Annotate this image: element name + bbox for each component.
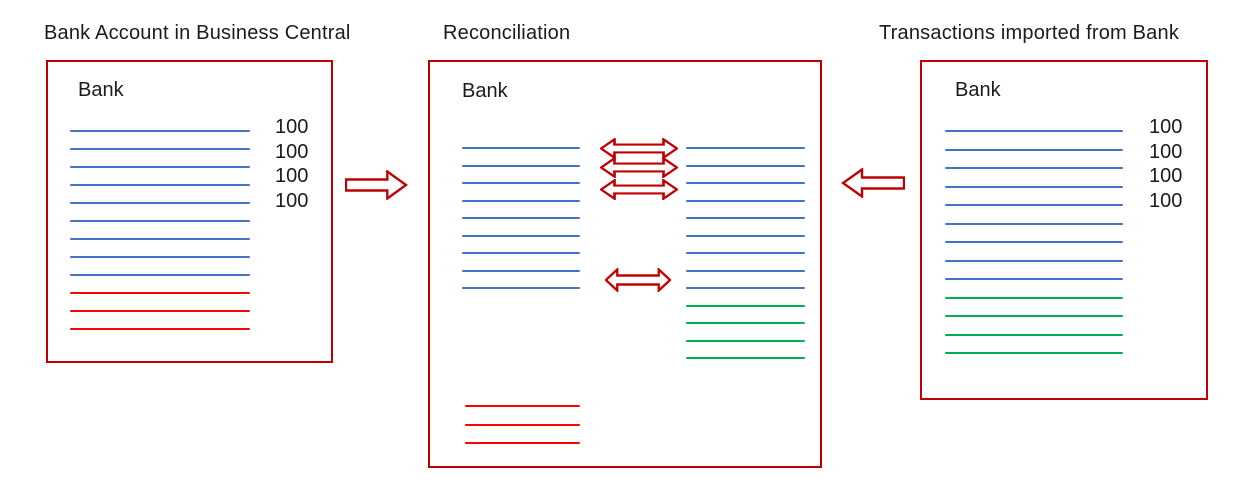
ledger-line-blue (70, 238, 250, 240)
ledger-line-blue (462, 182, 580, 184)
ledger-line-blue (462, 217, 580, 219)
ledger-line-green (945, 333, 1123, 336)
flow-right-arrow-icon (345, 170, 408, 200)
ledger-line-blue (686, 217, 805, 219)
ledger-line-green (686, 304, 805, 307)
ledger-line-blue (70, 166, 250, 168)
reconciliation-unmatched-lines (465, 405, 580, 444)
ledger-line-green (945, 296, 1123, 299)
ledger-line-blue (686, 147, 805, 149)
ledger-line-blue (686, 199, 805, 202)
imported-box-label: Bank (955, 79, 1001, 101)
ledger-line-blue (686, 287, 805, 289)
ledger-line-red (70, 292, 250, 294)
ledger-line-blue (945, 204, 1123, 206)
reconciliation-ledger-lines (462, 147, 580, 289)
reconciliation-box-label: Bank (462, 80, 508, 102)
ledger-line-green (686, 339, 805, 342)
ledger-line-blue (945, 222, 1123, 225)
ledger-line-blue (686, 269, 805, 272)
amount-value: 100 (275, 165, 309, 187)
ledger-line-blue (945, 259, 1123, 262)
match-double-arrow-icon (600, 179, 678, 200)
match-double-arrow-icon (600, 138, 678, 159)
ledger-line-blue (945, 185, 1123, 188)
left-panel-title: Bank Account in Business Central (44, 22, 351, 44)
reconciliation-statement-lines (686, 147, 805, 359)
ledger-line-green (686, 357, 805, 359)
ledger-line-blue (686, 182, 805, 184)
ledger-line-blue (462, 164, 580, 167)
ledger-line-blue (462, 199, 580, 202)
single-match-double-arrow-icon (605, 268, 671, 292)
amount-value: 100 (275, 116, 309, 138)
ledger-line-green (945, 352, 1123, 354)
flow-left-arrow-icon (841, 168, 905, 198)
amount-value: 100 (1149, 165, 1183, 187)
ledger-line-blue (462, 269, 580, 272)
amount-value: 100 (1149, 189, 1183, 212)
ledger-line-green (686, 322, 805, 324)
right-panel-title: Transactions imported from Bank (879, 22, 1180, 44)
ledger-line-red (70, 310, 250, 312)
ledger-line-blue (945, 148, 1123, 151)
amount-value: 100 (1149, 116, 1183, 138)
amount-value: 100 (1149, 140, 1183, 163)
reconciliation-box: Bank (428, 60, 822, 468)
ledger-line-blue (686, 252, 805, 254)
ledger-line-blue (462, 287, 580, 289)
ledger-line-blue (945, 130, 1123, 132)
ledger-line-blue (945, 167, 1123, 169)
ledger-line-blue (945, 241, 1123, 243)
ledger-line-blue (462, 252, 580, 254)
ledger-line-blue (70, 148, 250, 150)
bank-central-box-label: Bank (78, 79, 124, 101)
amount-value: 100 (275, 189, 309, 212)
ledger-line-blue (462, 147, 580, 149)
ledger-line-blue (70, 220, 250, 222)
ledger-line-blue (70, 184, 250, 186)
ledger-line-red (70, 328, 250, 330)
bank-central-entry-lines (70, 130, 250, 330)
amount-value: 100 (275, 140, 309, 163)
ledger-line-blue (945, 278, 1123, 280)
ledger-line-red (465, 423, 580, 426)
match-double-arrow-icon (600, 157, 678, 178)
ledger-line-blue (462, 234, 580, 237)
ledger-line-blue (70, 256, 250, 258)
ledger-line-green (945, 315, 1123, 317)
ledger-line-blue (686, 234, 805, 237)
imported-entry-lines (945, 130, 1123, 354)
ledger-line-red (465, 405, 580, 407)
ledger-line-blue (686, 164, 805, 167)
ledger-line-blue (70, 202, 250, 204)
ledger-line-red (465, 442, 580, 444)
ledger-line-blue (70, 130, 250, 132)
middle-panel-title: Reconciliation (443, 22, 571, 44)
ledger-line-blue (70, 274, 250, 276)
